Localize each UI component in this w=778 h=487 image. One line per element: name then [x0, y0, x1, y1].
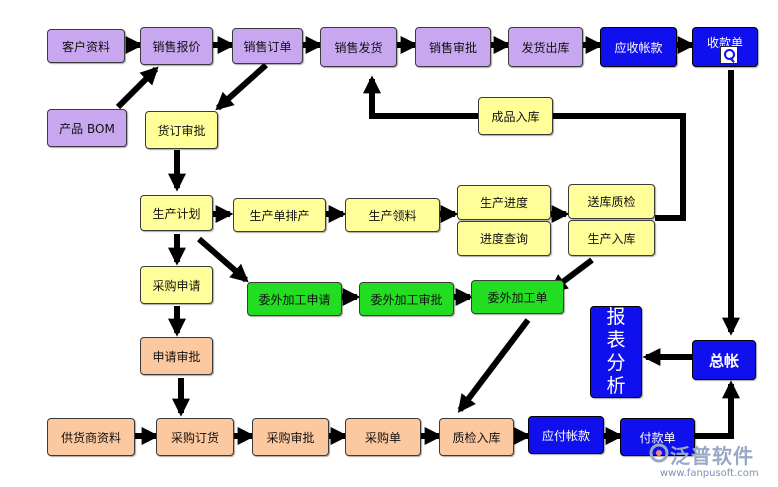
node-caigou-shenqing[interactable]: 采购申请	[140, 266, 213, 304]
node-xiaoshou-dingdan[interactable]: 销售订单	[232, 28, 303, 64]
node-label-char: 析	[606, 375, 626, 397]
node-caigou-dan[interactable]: 采购单	[345, 418, 421, 456]
node-shengchan-ruku[interactable]: 生产入库	[568, 220, 655, 256]
node-caigou-shenpi[interactable]: 采购审批	[252, 418, 329, 456]
node-label: 委外加工申请	[258, 292, 331, 307]
node-kehu-ziliao[interactable]: 客户资料	[47, 29, 125, 63]
node-shengchan-jihua[interactable]: 生产计划	[140, 195, 213, 231]
node-label: 发货出库	[521, 40, 570, 55]
node-label: 客户资料	[61, 39, 110, 54]
node-caigou-dinghuo[interactable]: 采购订货	[156, 418, 234, 456]
node-label: 生产单排产	[249, 208, 310, 223]
node-label: 生产计划	[152, 206, 201, 221]
node-label: 供货商资料	[60, 430, 121, 445]
node-label: 生产入库	[587, 231, 636, 246]
node-label-char: 分	[606, 352, 626, 374]
node-shengchan-lingliao[interactable]: 生产领料	[345, 198, 440, 232]
arrow-dingdan-to-huoding	[215, 62, 269, 111]
node-label: 成品入库	[491, 109, 540, 124]
node-label: 应收帐款	[614, 40, 663, 55]
node-label: 采购订货	[170, 430, 219, 445]
node-label: 申请审批	[152, 349, 201, 364]
node-label: 采购单	[364, 430, 401, 445]
node-label: 委外加工审批	[370, 292, 443, 307]
node-shengchan-jindu[interactable]: 生产进度	[457, 185, 551, 220]
node-label: 生产领料	[368, 208, 417, 223]
node-label: 采购申请	[152, 278, 201, 293]
node-label: 产品 BOM	[59, 121, 115, 136]
node-label: 生产进度	[479, 196, 528, 210]
node-zongzhang[interactable]: 总帐	[692, 340, 756, 380]
node-label: 销售发货	[334, 40, 383, 55]
node-label: 销售审批	[428, 40, 477, 55]
arrow-bom-to-baojia	[115, 66, 159, 110]
node-label: 货订审批	[157, 123, 206, 138]
node-label-char: 报	[606, 306, 626, 328]
node-fahuo-chuku[interactable]: 发货出库	[508, 27, 583, 67]
node-zhijian-ruku[interactable]: 质检入库	[439, 418, 514, 456]
node-xiaoshou-baojia[interactable]: 销售报价	[140, 27, 213, 65]
brand-logo: 泛普软件 www.fanpusoft.com	[648, 440, 773, 484]
node-chengpin-ruku[interactable]: 成品入库	[478, 97, 553, 135]
arrow-ruku-to-fahuo	[363, 75, 686, 221]
node-label: 委外加工单	[487, 290, 548, 305]
node-label: 总帐	[708, 351, 739, 370]
node-label: 送库质检	[587, 195, 636, 209]
search-icon	[720, 46, 738, 64]
node-weiwai-dan[interactable]: 委外加工单	[471, 280, 564, 314]
node-jindu-chaxun[interactable]: 进度查询	[457, 221, 551, 256]
arrow-weiwai-dan-to-zhijian	[457, 318, 531, 413]
node-label: 进度查询	[479, 232, 528, 246]
logo-brand-text: 泛普软件	[670, 444, 754, 468]
node-shengchan-dan-paichan[interactable]: 生产单排产	[233, 198, 326, 232]
node-label: 采购审批	[266, 430, 315, 445]
node-weiwai-shenqing[interactable]: 委外加工申请	[247, 282, 342, 316]
logo-mark-icon	[649, 443, 669, 463]
node-chanpin-bom[interactable]: 产品 BOM	[47, 109, 127, 147]
node-yingshou-zhangkuan[interactable]: 应收帐款	[600, 27, 677, 67]
node-baobiao-fenxi[interactable]: 报 表 分 析	[590, 306, 642, 398]
node-xiaoshou-shenpi[interactable]: 销售审批	[415, 27, 491, 67]
node-songku-zhijian[interactable]: 送库质检	[568, 184, 655, 219]
node-label: 应付帐款	[541, 428, 590, 443]
arrow-fukuan-to-zongzhang	[695, 380, 740, 439]
node-label: 销售报价	[152, 39, 201, 54]
node-label-char: 表	[606, 329, 626, 351]
node-shenqing-shenpi[interactable]: 申请审批	[140, 337, 213, 375]
node-huoding-shenpi[interactable]: 货订审批	[145, 111, 218, 149]
logo-url-text: www.fanpusoft.com	[660, 468, 759, 479]
arrow-jihua-to-weiwai	[197, 236, 249, 283]
node-weiwai-shenpi[interactable]: 委外加工审批	[359, 282, 454, 316]
node-gonghuoshang-ziliao[interactable]: 供货商资料	[47, 418, 135, 456]
node-yingfu-zhangkuan[interactable]: 应付帐款	[528, 416, 604, 454]
node-label: 质检入库	[452, 430, 501, 445]
node-xiaoshou-fahuo[interactable]: 销售发货	[320, 27, 397, 67]
node-label: 销售订单	[243, 39, 292, 54]
